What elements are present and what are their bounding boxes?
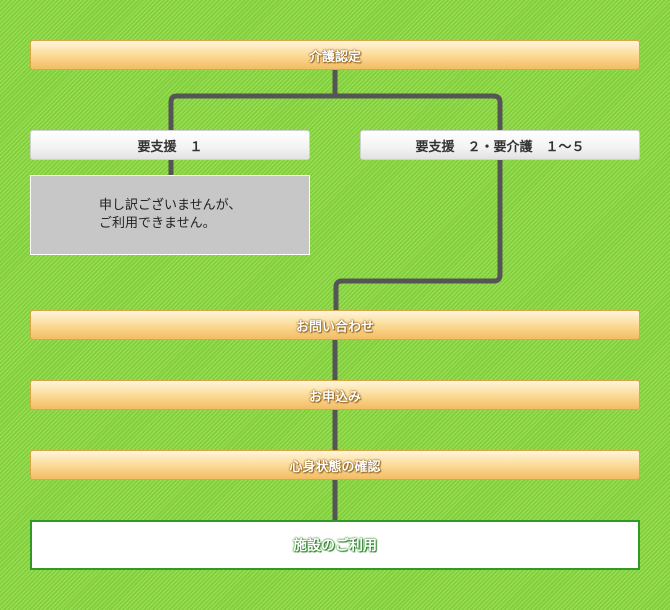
node-support2-care1to5: 要支援 ２・要介護 １～５	[360, 130, 640, 160]
unavailable-line-1: 申し訳ございませんが、	[99, 198, 242, 213]
node-inquiry: お問い合わせ	[30, 310, 640, 340]
connector-support2-to-inquiry	[333, 158, 503, 312]
node-facility-use: 施設のご利用	[30, 520, 640, 570]
connector-certification-to-branches	[168, 68, 503, 130]
node-care-certification: 介護認定	[30, 40, 640, 70]
node-condition-check: 心身状態の確認	[30, 450, 640, 480]
unavailable-line-2: ご利用できません。	[99, 216, 216, 231]
node-unavailable-message: 申し訳ございませんが、 ご利用できません。	[30, 175, 310, 255]
node-application: お申込み	[30, 380, 640, 410]
node-support-level-1: 要支援 １	[30, 130, 310, 160]
